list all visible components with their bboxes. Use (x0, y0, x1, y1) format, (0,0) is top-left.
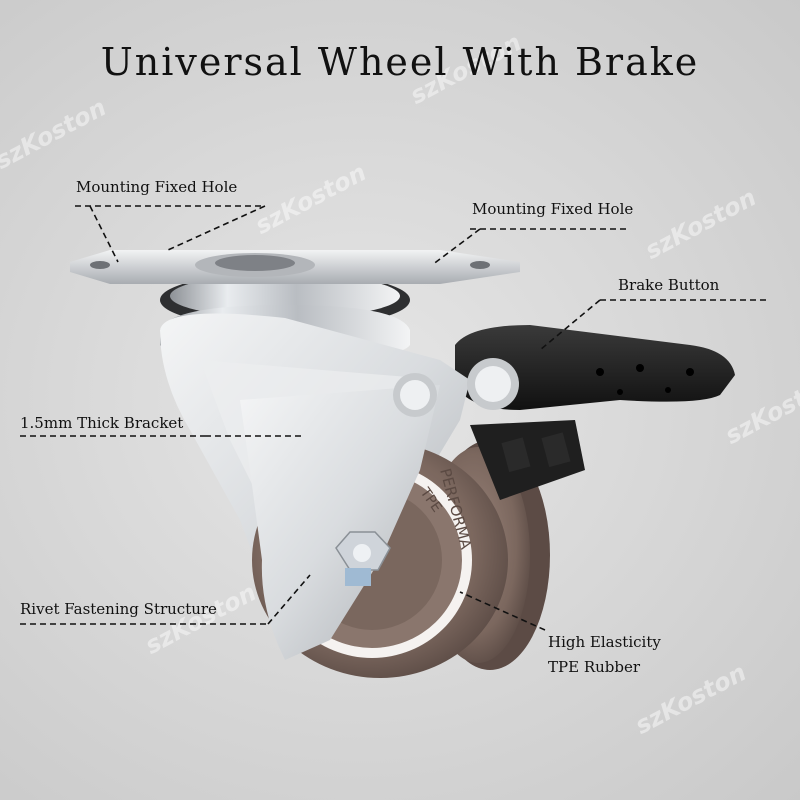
label-brake-button: Brake Button (618, 276, 720, 294)
label-mount-hole-left: Mounting Fixed Hole (76, 178, 238, 196)
callout-lines (20, 205, 770, 631)
mounting-plate (70, 250, 520, 284)
label-mount-hole-right: Mounting Fixed Hole (472, 200, 634, 218)
axle-nut (335, 531, 391, 586)
rivets (393, 358, 519, 417)
label-rubber-line1: High Elasticity (548, 633, 661, 651)
brake-mechanism (455, 325, 735, 500)
label-rubber-line2: TPE Rubber (548, 658, 641, 676)
page-title: Universal Wheel With Brake (100, 40, 700, 84)
label-bracket: 1.5mm Thick Bracket (20, 414, 184, 432)
bracket-leg (240, 385, 440, 660)
label-rivet: Rivet Fastening Structure (20, 600, 217, 618)
